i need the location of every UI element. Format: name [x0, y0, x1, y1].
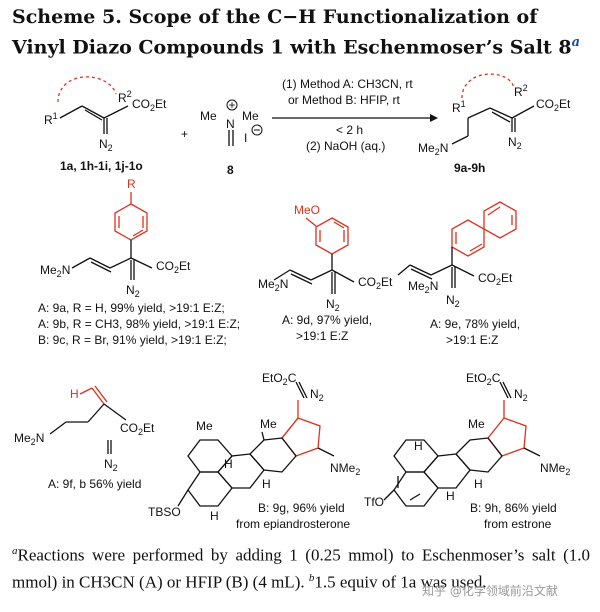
scheme-title-text: Scheme 5. Scope of the C−H Functionaliza…: [12, 6, 572, 59]
product-9c-caption: B: 9c, R = Br, 91% yield, >19:1 E:Z;: [38, 333, 227, 347]
svg-text:N2: N2: [446, 293, 460, 309]
svg-text:Me: Me: [242, 109, 259, 123]
svg-text:Me2N: Me2N: [40, 263, 70, 279]
svg-text:N2: N2: [508, 135, 522, 151]
svg-text:EtO2C: EtO2C: [466, 371, 501, 387]
svg-text:Me: Me: [260, 417, 277, 431]
svg-text:R2: R2: [118, 89, 132, 105]
product-9a-9c-structure: R Me2N CO2Et N2: [40, 177, 191, 299]
scheme-title: Scheme 5. Scope of the C−H Functionaliza…: [12, 4, 592, 60]
footnote-b-text: 1.5 equiv of 1a was used.: [314, 572, 487, 592]
svg-text:N2: N2: [326, 297, 340, 313]
product-9b-caption: A: 9b, R = CH3, 98% yield, >19:1 E:Z;: [38, 317, 240, 331]
product-9e-caption-2: >19:1 E:Z: [446, 333, 498, 347]
svg-text:EtO2C: EtO2C: [262, 371, 297, 387]
condition-line-3: < 2 h: [336, 123, 363, 137]
svg-text:Me: Me: [196, 419, 213, 433]
scheme-title-footnote-mark: a: [571, 35, 581, 50]
svg-text:R1: R1: [44, 111, 58, 127]
svg-text:H: H: [474, 477, 483, 491]
product-9h-caption-2: from estrone: [484, 517, 552, 530]
product-9d-structure: MeO Me2N CO2Et N2: [258, 203, 393, 313]
product-9e-structure: Me2N CO2Et N2: [397, 201, 517, 309]
svg-text:N2: N2: [104, 457, 118, 473]
product-9h-caption-1: B: 9h, 86% yield: [470, 501, 557, 515]
plus-sign: +: [181, 127, 188, 141]
svg-text:Me2N: Me2N: [14, 431, 44, 447]
svg-text:CO2Et: CO2Et: [120, 421, 155, 437]
svg-text:H: H: [224, 457, 233, 471]
svg-text:NMe2: NMe2: [330, 461, 360, 477]
svg-text:N2: N2: [126, 283, 140, 299]
condition-line-4: (2) NaOH (aq.): [306, 139, 385, 153]
svg-text:Me: Me: [200, 109, 217, 123]
product-9e-caption-1: A: 9e, 78% yield,: [430, 317, 520, 331]
condition-line-1: (1) Method A: CH3CN, rt: [282, 77, 413, 91]
condition-line-2: or Method B: HFIP, rt: [288, 93, 400, 107]
svg-text:+: +: [229, 98, 236, 112]
product-9h-structure: EtO2C N2 NMe2 Me H H H TfO: [364, 371, 570, 509]
svg-text:R: R: [127, 177, 136, 191]
svg-text:H: H: [446, 489, 455, 503]
svg-text:H: H: [262, 477, 271, 491]
svg-text:Me2N: Me2N: [258, 277, 288, 293]
starting-material-structure: R1 R2 CO2Et N2: [44, 76, 167, 153]
svg-text:NMe2: NMe2: [540, 461, 570, 477]
footnote-a-text: Reactions were performed by adding 1 (0.…: [12, 545, 590, 592]
footnote: aReactions were performed by adding 1 (0…: [12, 540, 590, 593]
svg-text:Me2N: Me2N: [408, 279, 438, 295]
svg-text:N2: N2: [310, 387, 324, 403]
product-9g-caption-1: B: 9g, 96% yield: [258, 501, 345, 515]
svg-text:R2: R2: [514, 83, 528, 99]
svg-text:MeO: MeO: [294, 203, 320, 217]
svg-text:TBSO: TBSO: [148, 505, 181, 519]
product-9d-caption-2: >19:1 E:Z: [296, 329, 348, 343]
svg-text:CO2Et: CO2Et: [358, 275, 393, 291]
reaction-scheme: R1 R2 CO2Et N2 1a, 1h-1i, 1j-1o + Me Me …: [14, 73, 571, 530]
svg-text:H: H: [414, 439, 423, 453]
svg-text:H: H: [70, 387, 79, 401]
product-9d-caption-1: A: 9d, 97% yield,: [282, 313, 372, 327]
product-label: 9a-9h: [454, 161, 485, 175]
svg-text:N2: N2: [514, 387, 528, 403]
product-9f-caption: A: 9f, b 56% yield: [48, 477, 141, 491]
reagent-label: 8: [227, 163, 234, 177]
eschenmoser-salt-structure: Me Me N + I: [200, 98, 263, 146]
svg-text:Me: Me: [468, 417, 485, 431]
product-9f-structure: H Me2N CO2Et N2: [14, 385, 155, 473]
footnote-b-mark: b: [308, 571, 315, 584]
product-structure: R1 R2 CO2Et N2 Me2N: [418, 73, 571, 157]
product-9g-caption-2: from epiandrosterone: [236, 517, 350, 530]
svg-text:TfO: TfO: [364, 495, 384, 509]
product-9g-structure: EtO2C N2 NMe2 Me Me H H H TBSO: [148, 371, 360, 523]
svg-text:N: N: [226, 117, 235, 131]
reaction-arrow: [272, 114, 438, 122]
svg-text:H: H: [210, 509, 219, 523]
svg-text:Me2N: Me2N: [418, 141, 448, 157]
product-9a-caption: A: 9a, R = H, 99% yield, >19:1 E:Z;: [38, 301, 225, 315]
svg-text:I: I: [244, 131, 247, 145]
svg-text:N2: N2: [99, 137, 113, 153]
svg-text:CO2Et: CO2Et: [478, 271, 513, 287]
svg-text:CO2Et: CO2Et: [132, 97, 167, 113]
watermark: 知乎 @化学领域前沿文献: [422, 584, 558, 598]
svg-text:CO2Et: CO2Et: [536, 97, 571, 113]
starting-material-label: 1a, 1h-1i, 1j-1o: [60, 159, 143, 173]
svg-text:CO2Et: CO2Et: [156, 259, 191, 275]
footnote-a-mark: a: [12, 545, 18, 557]
svg-text:R1: R1: [452, 99, 466, 115]
